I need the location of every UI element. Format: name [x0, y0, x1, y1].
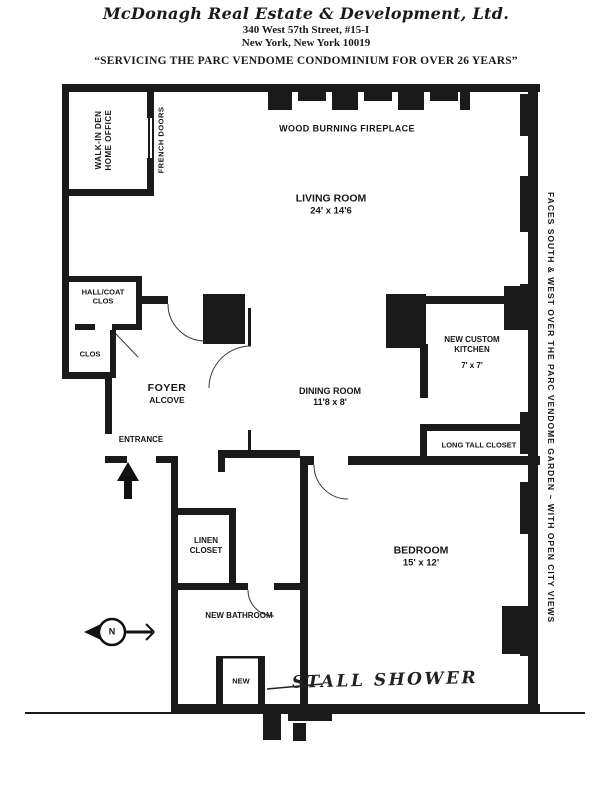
entrance-label: ENTRANCE [118, 435, 164, 444]
dining-room-label: DINING ROOM 11'8 x 8' [299, 386, 361, 409]
linen-closet-label: LINEN CLOSET [190, 536, 222, 556]
bottom-marks-group [25, 704, 585, 741]
compass-icon [84, 617, 155, 647]
foyer-name: FOYER [147, 382, 187, 395]
linen-line2: CLOSET [189, 546, 223, 555]
shower-annotation-line [266, 683, 323, 690]
letterhead: McDonagh Real Estate & Development, Ltd.… [0, 4, 612, 67]
company-name: McDonagh Real Estate & Development, Ltd. [102, 4, 510, 23]
bathroom-label: NEW BATHROOM [205, 611, 273, 620]
walk-in-den-label: WALK-IN DEN HOME OFFICE [94, 109, 114, 170]
kitchen-line1: NEW CUSTOM [444, 335, 500, 344]
alcove-name: ALCOVE [149, 395, 185, 406]
clos-label: CLOS [79, 349, 101, 359]
hall-coat-line2: CLOS [92, 297, 114, 306]
tagline: “SERVICING THE PARC VENDOME CONDOMINIUM … [94, 54, 518, 67]
shower-new-label: NEW [232, 676, 250, 686]
bedroom-dims: 15' x 12' [402, 557, 440, 569]
fireplace-windows-group [268, 92, 470, 110]
living-room-label: LIVING ROOM 24' x 14'6 [296, 193, 367, 218]
address-line-1: 340 West 57th Street, #15-I [242, 24, 370, 36]
entrance-arrow-icon [117, 462, 139, 499]
walk-in-den-line1: WALK-IN DEN [94, 110, 103, 170]
living-room-name: LIVING ROOM [295, 192, 367, 205]
kitchen-line2: KITCHEN [454, 345, 490, 354]
french-doors-label: FRENCH DOORS [156, 106, 166, 174]
long-tall-closet-label: LONG TALL CLOSET [441, 440, 517, 450]
hall-coat-closet-label: HALL/COAT CLOS [82, 288, 125, 307]
window-blocks-group [520, 94, 538, 656]
dining-room-name: DINING ROOM [299, 385, 361, 396]
linen-line1: LINEN [193, 536, 218, 545]
hall-coat-line1: HALL/COAT [81, 287, 125, 297]
kitchen-dims: 7' x 7' [461, 361, 483, 370]
compass-north-label: N [108, 626, 116, 637]
address-line-2: New York, New York 10019 [241, 37, 371, 50]
fireplace-label: WOOD BURNING FIREPLACE [279, 123, 415, 134]
side-note-vertical: FACES SOUTH & WEST OVER THE PARC VENDOME… [546, 192, 556, 624]
living-room-dims: 24' x 14'6 [310, 205, 352, 217]
bedroom-name: BEDROOM [393, 544, 449, 557]
walls-group [62, 84, 540, 712]
walk-in-den-line2: HOME OFFICE [104, 109, 113, 171]
foyer-label: FOYER ALCOVE [148, 382, 187, 406]
kitchen-label: NEW CUSTOM KITCHEN 7' x 7' [444, 335, 499, 371]
dining-room-dims: 11'8 x 8' [313, 397, 347, 407]
door-arcs-group [115, 303, 349, 617]
bedroom-label: BEDROOM 15' x 12' [394, 545, 449, 570]
